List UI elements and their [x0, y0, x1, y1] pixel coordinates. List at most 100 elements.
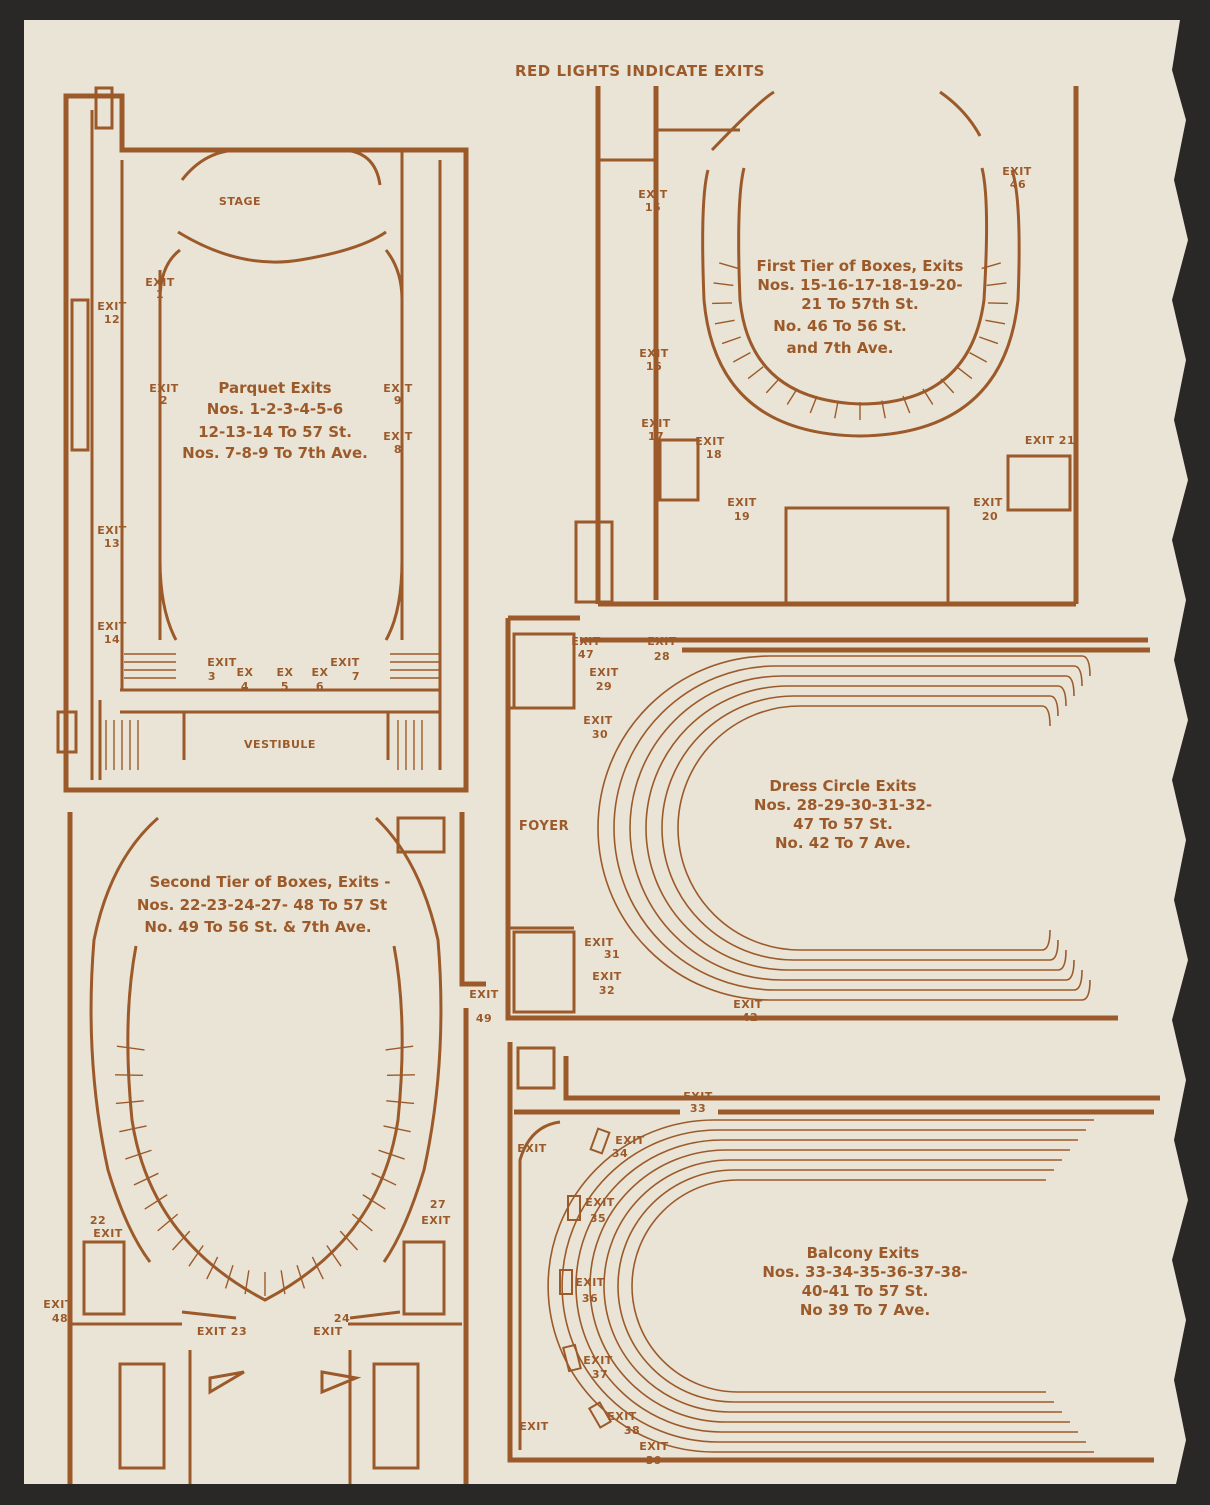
exit-34-label: EXIT — [615, 1134, 645, 1147]
exit-21-label: EXIT 21 — [1025, 434, 1075, 447]
box-partition — [902, 395, 911, 414]
exit-37-number: 37 — [592, 1368, 608, 1381]
exit-33-number: 33 — [690, 1102, 706, 1115]
box-partition — [206, 1256, 219, 1280]
exit-36-number: 36 — [582, 1292, 598, 1305]
exit-4-label: EX — [237, 666, 254, 679]
exit-12-number: 12 — [104, 313, 120, 326]
box-partition — [296, 1265, 306, 1289]
exit-24-label: EXIT — [313, 1325, 343, 1338]
vestibule-label: VESTIBULE — [244, 738, 316, 751]
box-partition — [987, 302, 1008, 305]
exit-34-number: 34 — [612, 1147, 628, 1160]
exit-12-label: EXIT — [97, 300, 127, 313]
seat-row — [561, 1129, 1086, 1443]
box-partition — [881, 400, 886, 419]
box-partition — [378, 1149, 405, 1160]
box-partition — [115, 1100, 144, 1105]
first-tier-line-4: and 7th Ave. — [787, 339, 894, 357]
balcony-exits: EXIT 33 EXIT 34 EXIT 35 EXIT 36 EXIT 37 … — [517, 1090, 712, 1467]
exit-30-number: 30 — [592, 728, 608, 741]
first-tier-line-2: 21 To 57th St. — [801, 295, 918, 313]
box-partition — [719, 262, 739, 270]
box-partition — [188, 1245, 204, 1267]
exit-9-number: 9 — [394, 394, 402, 407]
balcony-line-1: Nos. 33-34-35-36-37-38- — [762, 1263, 967, 1281]
box-partition — [985, 319, 1006, 325]
box-partition — [386, 1100, 415, 1105]
box-partition — [115, 1074, 144, 1077]
foyer-label: FOYER — [519, 819, 569, 834]
exit-16-label: EXIT — [639, 347, 669, 360]
box-partition — [969, 352, 988, 363]
seat-row — [631, 1179, 1046, 1393]
exit-1-label: EXIT — [145, 276, 175, 289]
header-title: RED LIGHTS INDICATE EXITS — [515, 62, 765, 80]
row-end — [1057, 949, 1067, 971]
dress-circle-plan: FOYER Dress Circle Exits Nos. 28-29-30-3… — [505, 615, 1150, 1024]
exit-27-number: 27 — [430, 1198, 446, 1211]
exit-35-number: 35 — [590, 1212, 606, 1225]
box-partition — [834, 400, 839, 419]
exit-28-label: EXIT — [647, 635, 677, 648]
row-end — [1073, 969, 1083, 991]
box-partition — [732, 352, 751, 363]
box-partition — [371, 1172, 397, 1186]
box-partition — [125, 1149, 152, 1160]
row-end — [1081, 655, 1091, 677]
exit-47-number: 47 — [578, 648, 594, 661]
parquet-plan: STAGE VESTIBULE Parquet Exits Nos. 1-2-3… — [56, 86, 469, 793]
box-partition — [809, 395, 818, 414]
exit-47-label: EXIT — [571, 635, 601, 648]
box-partition — [116, 1045, 145, 1051]
exit-18-label: EXIT — [695, 435, 725, 448]
box-partition — [244, 1270, 250, 1295]
exit-23-label: EXIT 23 — [197, 1325, 247, 1338]
exit-38-label: EXIT — [607, 1410, 637, 1423]
box-partition — [956, 366, 973, 380]
exit-6-label: EX — [312, 666, 329, 679]
exit-42-number: 42 — [742, 1011, 758, 1024]
exit-15-number: 15 — [645, 201, 661, 214]
exit-2-number: 2 — [160, 394, 168, 407]
seat-row — [547, 1119, 1094, 1453]
dress-circle-seat-rows — [597, 655, 1091, 1001]
exit-37-label: EXIT — [583, 1354, 613, 1367]
box-partition — [714, 319, 735, 325]
exit-39-label: EXIT — [639, 1440, 669, 1453]
dress-circle-line-3: No. 42 To 7 Ave. — [775, 834, 911, 852]
first-tier-line-1: Nos. 15-16-17-18-19-20- — [757, 276, 962, 294]
second-tier-exits: 22 EXIT 27 EXIT EXIT 48 EXIT 23 24 EXIT … — [43, 988, 498, 1338]
exit-24-number: 24 — [334, 1312, 350, 1325]
exit-18-number: 18 — [706, 448, 722, 461]
exit-20-label: EXIT — [973, 496, 1003, 509]
first-tier-plan: First Tier of Boxes, Exits Nos. 15-16-17… — [574, 86, 1079, 607]
row-end — [1073, 665, 1083, 687]
exit-29-label: EXIT — [589, 666, 619, 679]
second-tier-plan: Second Tier of Boxes, Exits - Nos. 22-23… — [43, 812, 498, 1484]
second-tier-line-1: Nos. 22-23-24-27- 48 To 57 St — [137, 896, 387, 914]
box-partition — [922, 388, 934, 405]
exit-16-number: 16 — [646, 360, 662, 373]
exit-19-label: EXIT — [727, 496, 757, 509]
box-partition — [712, 302, 733, 305]
exit-40-label: EXIT — [517, 1142, 547, 1155]
exit-39-number: 39 — [646, 1454, 662, 1467]
exit-32-number: 32 — [599, 984, 615, 997]
balcony-exit-doors — [559, 1127, 613, 1429]
exit-9-label: EXIT — [383, 382, 413, 395]
exit-31-label: EXIT — [584, 936, 614, 949]
stage-label: STAGE — [219, 195, 261, 208]
second-tier-box-marks — [115, 1045, 415, 1296]
box-partition — [119, 1125, 147, 1133]
box-partition — [339, 1230, 359, 1251]
seat-row — [629, 675, 1066, 981]
balcony-seat-rows — [547, 1119, 1094, 1453]
exit-49-number: 49 — [476, 1012, 492, 1025]
parquet-exits: EXIT 1 EXIT 2 EXIT 12 EXIT 13 EXIT 14 EX… — [97, 276, 413, 693]
parquet-line-3: Nos. 7-8-9 To 7th Ave. — [182, 444, 368, 462]
box-partition — [280, 1270, 286, 1295]
first-tier-box-marks — [712, 262, 1008, 420]
row-end — [1041, 929, 1051, 951]
